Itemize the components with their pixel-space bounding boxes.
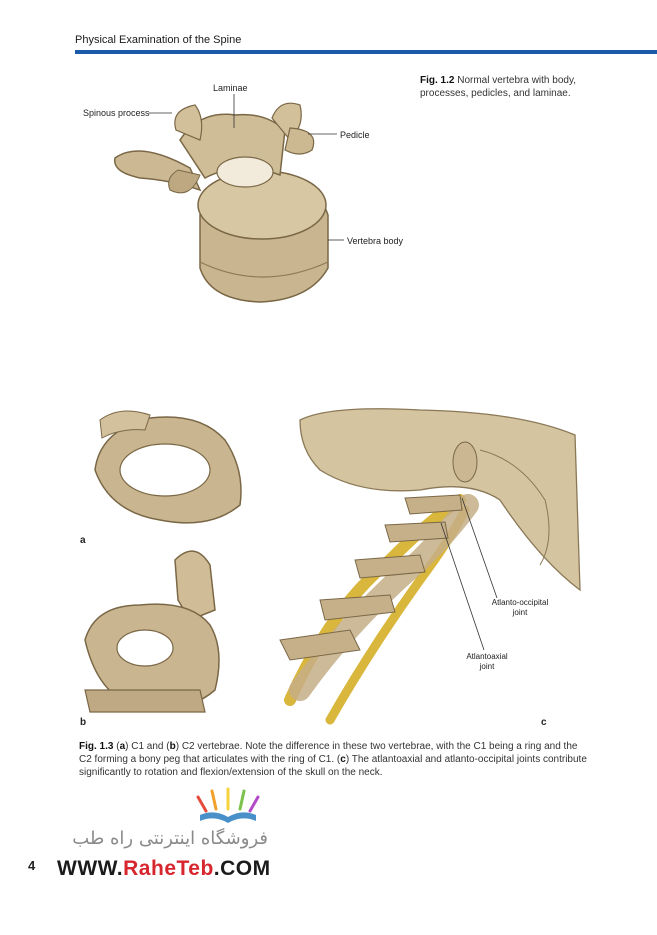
figure-1-2-caption-text: Normal vertebra with body, processes, pe…: [420, 75, 576, 99]
c1-vertebra-drawing: [94, 410, 242, 524]
caption-text-3: ) C2 vertebrae. Note the difference in t…: [79, 741, 578, 765]
callout-laminae: Laminae: [213, 83, 248, 93]
callout-spinous-process: Spinous process: [83, 108, 150, 118]
caption-ref-a: a: [119, 741, 126, 752]
figure-1-3-caption: Fig. 1.3 (a) C1 and (b) C2 vertebrae. No…: [79, 740, 589, 779]
callout-pedicle: Pedicle: [340, 130, 370, 140]
running-header: Physical Examination of the Spine: [75, 34, 242, 46]
figure-1-3-label: Fig. 1.3: [79, 741, 114, 752]
caption-text-4: ) The atlantoaxial and atlanto-occipital…: [79, 754, 587, 778]
figure-1-2-label: Fig. 1.2: [420, 75, 455, 86]
watermark-url-brand: RaheTeb: [123, 857, 214, 880]
c2-vertebra-drawing: [84, 550, 220, 713]
cervical-spine-drawing: [279, 408, 581, 725]
page-number: 4: [28, 858, 36, 873]
callout-atlantoaxial-joint: Atlantoaxial joint: [466, 652, 508, 671]
caption-ref-c: c: [340, 754, 346, 765]
caption-text-1: (: [116, 741, 120, 752]
callout-atlanto-occipital-joint: Atlanto-occipital joint: [491, 598, 549, 617]
vertebra-drawing: [113, 102, 329, 303]
watermark-url-prefix: WWW.: [57, 857, 124, 880]
panel-label-b: b: [80, 717, 87, 728]
header-rule: [75, 50, 657, 54]
watermark-url[interactable]: WWW.RaheTeb.COM: [57, 857, 271, 881]
panel-label-c: c: [541, 717, 547, 728]
watermark-url-suffix: .COM: [213, 857, 271, 880]
caption-ref-b: b: [169, 741, 176, 752]
figure-1-2-caption: Fig. 1.2 Normal vertebra with body, proc…: [420, 74, 590, 100]
watermark-persian-text: فروشگاه اینترنتی راه طب: [72, 828, 268, 849]
panel-label-a: a: [80, 535, 86, 546]
caption-text-2: ) C1 and (: [125, 741, 170, 752]
callout-vertebra-body: Vertebra body: [347, 236, 404, 246]
